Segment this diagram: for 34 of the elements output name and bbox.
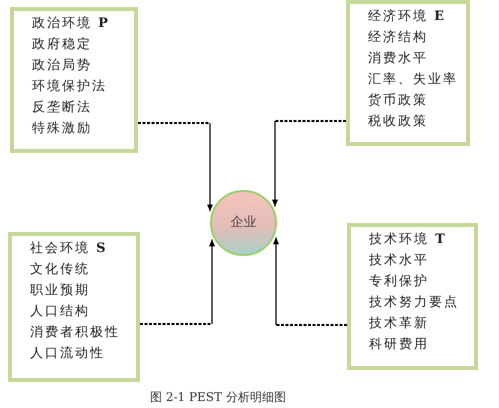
factor-item: 人口流动性 — [30, 345, 106, 362]
connector-arrow — [140, 239, 215, 325]
factor-item: 经济结构 — [368, 29, 429, 46]
factor-item: 消费者积极性 — [30, 324, 121, 341]
factor-item: 科研费用 — [369, 336, 430, 353]
connector-arrow — [272, 120, 346, 207]
factor-item: 技术水平 — [369, 252, 430, 269]
factor-item: 技术努力要点 — [369, 294, 460, 311]
factor-item: 文化传统 — [30, 261, 91, 278]
factor-item: 反垄断法 — [32, 99, 93, 116]
factor-box — [347, 223, 478, 370]
factor-item: 专利保护 — [369, 273, 430, 290]
factor-item: 汇率、失业率 — [368, 71, 459, 88]
factor-item: 职业预期 — [30, 282, 91, 299]
factor-heading: 经济环境 E — [368, 8, 448, 25]
connector-arrow — [138, 122, 213, 212]
factor-heading: 技术环境 T — [369, 231, 448, 248]
factor-heading: 社会环境 S — [30, 240, 109, 257]
factor-item: 货币政策 — [368, 92, 429, 109]
connector-arrow — [273, 237, 347, 326]
factor-item: 环境保护法 — [32, 78, 108, 95]
factor-box — [346, 0, 470, 146]
factor-box — [10, 7, 138, 153]
factor-item: 政治局势 — [32, 57, 93, 74]
node-label: 企业 — [230, 214, 256, 232]
factor-heading: 政治环境 P — [32, 15, 111, 32]
factor-item: 技术革新 — [369, 315, 430, 332]
factor-item: 消费水平 — [368, 50, 429, 67]
factor-item: 政府稳定 — [32, 36, 93, 53]
factor-item: 人口结构 — [30, 303, 91, 320]
factor-item: 特殊激励 — [32, 120, 93, 137]
figure-caption: 图 2-1 PEST 分析明细图 — [150, 389, 286, 406]
factor-item: 税收政策 — [368, 113, 429, 130]
factor-box — [8, 232, 140, 382]
